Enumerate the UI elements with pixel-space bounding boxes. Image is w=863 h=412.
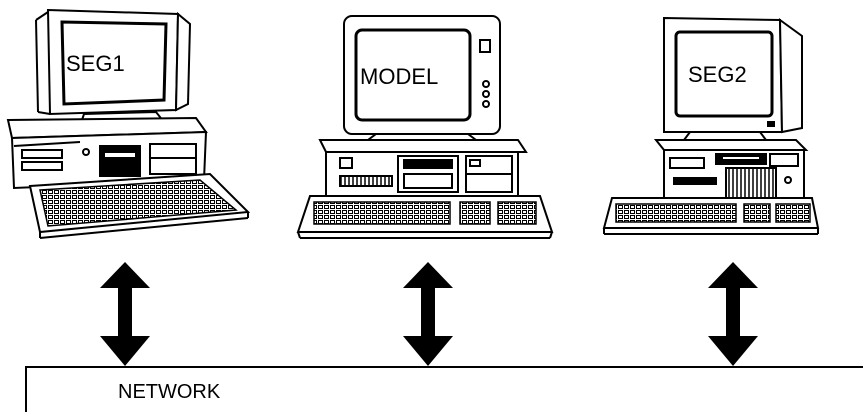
seg2-monitor-screen [674,30,774,118]
double-arrow-icon [403,262,453,366]
double-arrow-icon [708,262,758,366]
model-screen-label: MODEL [360,64,438,89]
model-case-top [318,139,528,153]
seg1-screen-label: SEG1 [66,51,125,76]
double-arrow-icon [100,262,150,366]
computer-seg1 [6,8,251,239]
model-monitor-screen [354,28,472,122]
computer-seg2 [602,16,820,235]
seg2-case-top [653,139,809,151]
network-label: NETWORK [118,381,221,403]
computer-model [296,15,554,239]
network-bar [25,366,863,412]
seg2-screen-label: SEG2 [688,62,747,87]
seg1-monitor-screen [60,20,168,106]
